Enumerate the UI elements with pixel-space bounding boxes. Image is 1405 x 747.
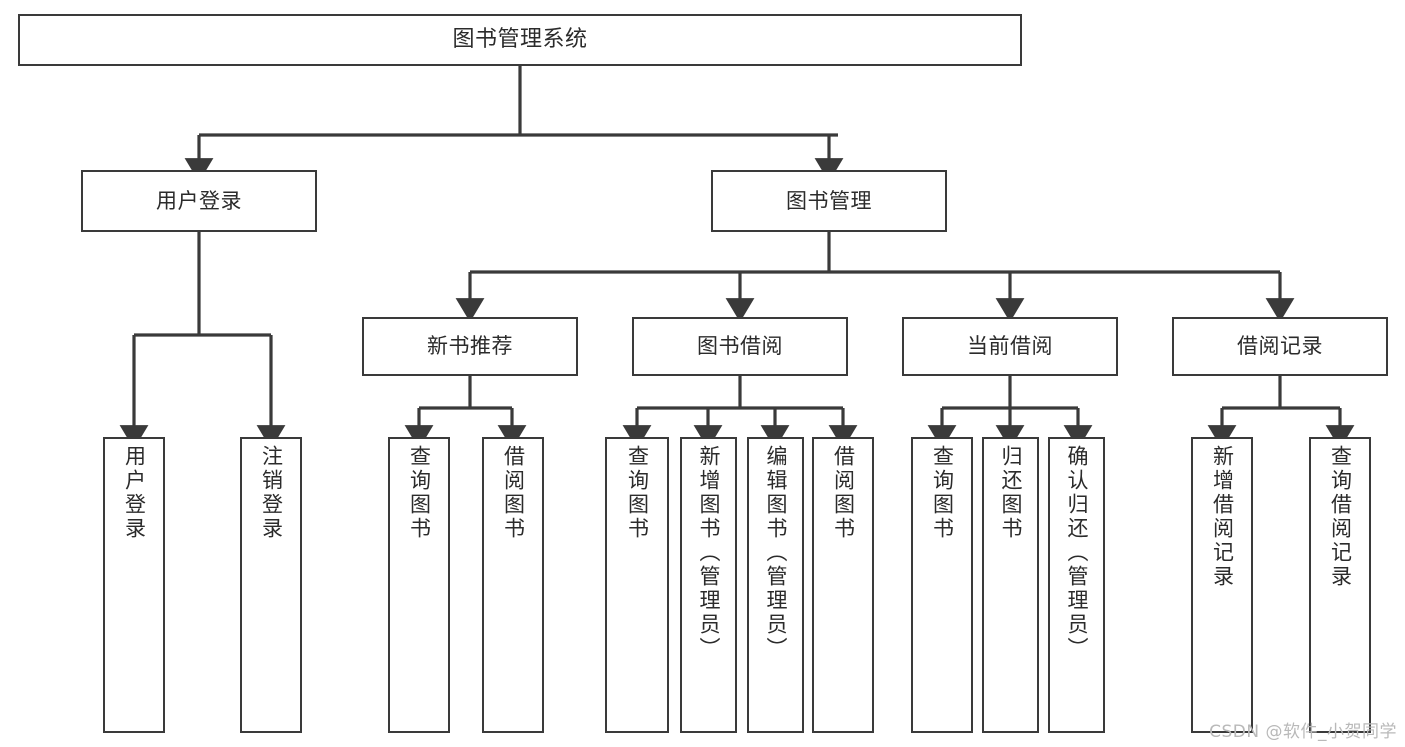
node-current-borrow[interactable]: 当前借阅	[902, 317, 1118, 376]
node-label: 借阅记录	[1237, 334, 1323, 359]
node-label: 用户登录	[156, 188, 242, 213]
node-label: 查询图书	[625, 445, 650, 541]
leaf-borrow-edit-book-admin[interactable]: 编辑图书（管理员）	[747, 437, 804, 733]
watermark-text: CSDN @软件_小贺同学	[1209, 722, 1397, 742]
node-root-system[interactable]: 图书管理系统	[18, 14, 1022, 66]
node-label: 注销登录	[259, 445, 284, 541]
leaf-user-login-login[interactable]: 用户登录	[103, 437, 165, 733]
node-label: 图书管理	[786, 188, 872, 213]
leaf-borrow-add-book-admin[interactable]: 新增图书（管理员）	[680, 437, 737, 733]
node-label: 借阅图书	[501, 445, 526, 541]
node-label: 图书借阅	[697, 334, 783, 359]
node-label: 新增借阅记录	[1210, 445, 1235, 589]
node-label: 确认归还（管理员）	[1065, 445, 1089, 661]
node-label: 新书推荐	[427, 334, 513, 359]
leaf-borrow-borrow-book[interactable]: 借阅图书	[812, 437, 874, 733]
node-label: 用户登录	[122, 445, 147, 541]
leaf-current-return-book[interactable]: 归还图书	[982, 437, 1039, 733]
node-book-borrow[interactable]: 图书借阅	[632, 317, 848, 376]
node-new-book-recommend[interactable]: 新书推荐	[362, 317, 578, 376]
leaf-borrow-query-book[interactable]: 查询图书	[605, 437, 669, 733]
node-label: 编辑图书（管理员）	[764, 445, 788, 661]
leaf-current-query-book[interactable]: 查询图书	[911, 437, 973, 733]
leaf-new-book-borrow[interactable]: 借阅图书	[482, 437, 544, 733]
node-label: 图书管理系统	[452, 26, 588, 52]
leaf-new-book-query[interactable]: 查询图书	[388, 437, 450, 733]
node-label: 归还图书	[999, 445, 1023, 541]
node-user-login[interactable]: 用户登录	[81, 170, 317, 232]
node-label: 当前借阅	[967, 334, 1053, 359]
leaf-user-login-logout[interactable]: 注销登录	[240, 437, 302, 733]
node-label: 查询图书	[407, 445, 432, 541]
leaf-current-confirm-return-admin[interactable]: 确认归还（管理员）	[1048, 437, 1105, 733]
node-book-management[interactable]: 图书管理	[711, 170, 947, 232]
node-label: 新增图书（管理员）	[697, 445, 721, 661]
leaf-record-add-record[interactable]: 新增借阅记录	[1191, 437, 1253, 733]
node-borrow-record[interactable]: 借阅记录	[1172, 317, 1388, 376]
node-label: 借阅图书	[831, 445, 856, 541]
node-label: 查询图书	[930, 445, 955, 541]
node-label: 查询借阅记录	[1328, 445, 1353, 589]
leaf-record-query-record[interactable]: 查询借阅记录	[1309, 437, 1371, 733]
